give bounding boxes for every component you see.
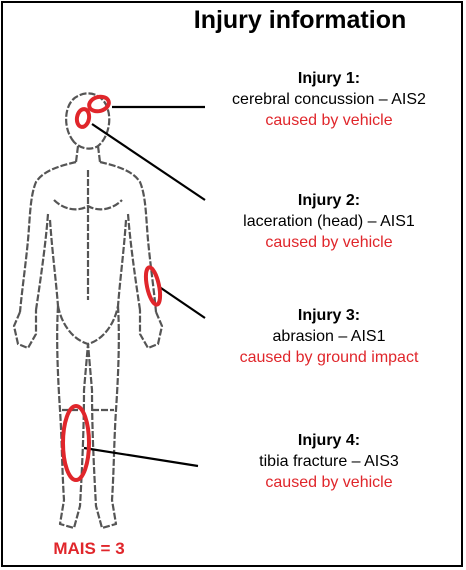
injury-marker-2: [76, 108, 91, 128]
figure-right-leg: [88, 306, 119, 528]
injury-1-description: cerebral concussion – AIS2: [194, 89, 464, 110]
figure-pelvis: [58, 306, 118, 344]
leader-line-injury-2: [92, 124, 205, 200]
mais-score: MAIS = 3: [34, 539, 144, 559]
injury-4-label: Injury 4: tibia fracture – AIS3 caused b…: [194, 430, 464, 493]
injury-4-description: tibia fracture – AIS3: [194, 451, 464, 472]
figure-left-arm: [14, 214, 48, 348]
injury-2-cause: caused by vehicle: [194, 232, 464, 253]
injury-3-heading: Injury 3:: [194, 305, 464, 326]
injury-4-cause: caused by vehicle: [194, 472, 464, 493]
injury-marker-4: [63, 406, 89, 480]
injury-1-cause: caused by vehicle: [194, 110, 464, 131]
injury-2-label: Injury 2: laceration (head) – AIS1 cause…: [194, 190, 464, 253]
injury-3-description: abrasion – AIS1: [194, 326, 464, 347]
leader-line-injury-4: [84, 448, 198, 466]
injury-1-label: Injury 1: cerebral concussion – AIS2 cau…: [194, 68, 464, 131]
injury-1-heading: Injury 1:: [194, 68, 464, 89]
injury-2-description: laceration (head) – AIS1: [194, 211, 464, 232]
injury-3-cause: caused by ground impact: [194, 347, 464, 368]
injury-4-heading: Injury 4:: [194, 430, 464, 451]
injury-3-label: Injury 3: abrasion – AIS1 caused by grou…: [194, 305, 464, 368]
injury-2-heading: Injury 2:: [194, 190, 464, 211]
